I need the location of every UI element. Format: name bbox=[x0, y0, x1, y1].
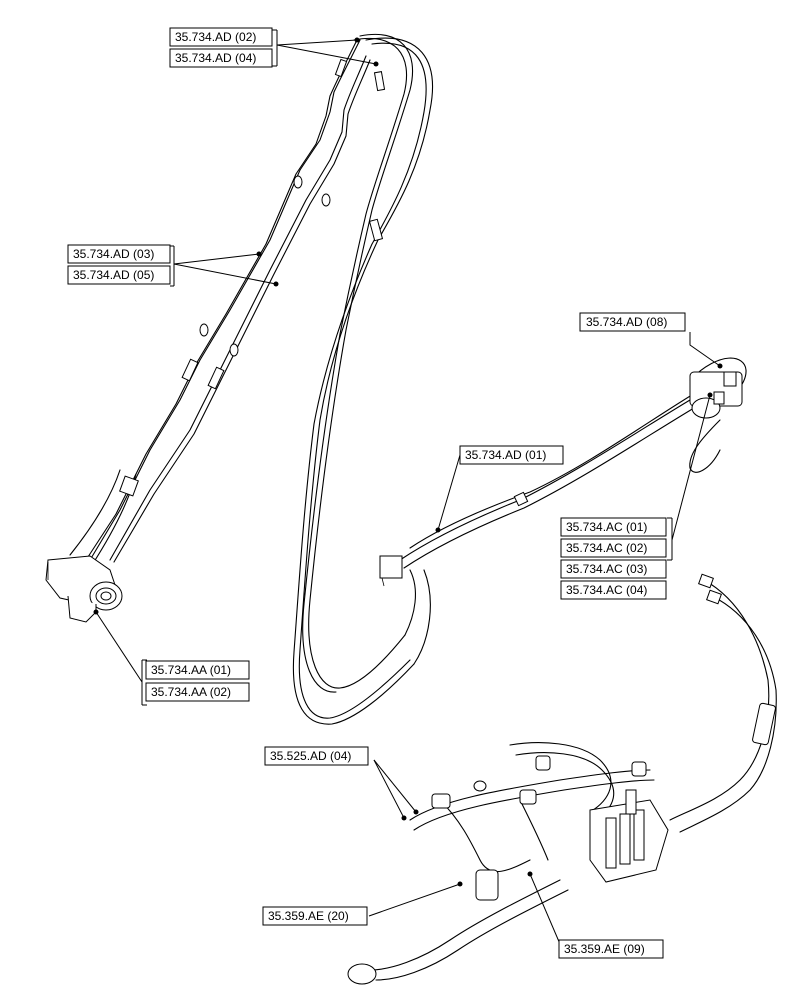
callout-ad08-text: 35.734.AD (08) bbox=[586, 315, 667, 329]
callout-ac02-text: 35.734.AC (02) bbox=[566, 541, 647, 555]
callout-ac03-text: 35.734.AC (03) bbox=[566, 562, 647, 576]
quick-coupler bbox=[45, 469, 139, 623]
callout-ad03-text: 35.734.AD (03) bbox=[73, 247, 154, 261]
callout-ad02-text: 35.734.AD (02) bbox=[175, 30, 256, 44]
callout-ad04-text: 35.734.AD (04) bbox=[175, 51, 256, 65]
control-valve-assembly bbox=[347, 742, 669, 985]
callout-ac04-text: 35.734.AC (04) bbox=[566, 583, 647, 597]
callout-ad02: 35.734.AD (02) bbox=[169, 27, 273, 47]
callout-ac02: 35.734.AC (02) bbox=[560, 538, 667, 558]
callout-525-ad04-text: 35.525.AD (04) bbox=[270, 749, 351, 763]
callout-aa02: 35.734.AA (02) bbox=[145, 682, 250, 702]
right-hoses bbox=[669, 573, 777, 833]
callout-ac03: 35.734.AC (03) bbox=[560, 559, 667, 579]
callout-ac01-text: 35.734.AC (01) bbox=[566, 520, 647, 534]
callout-ad05-text: 35.734.AD (05) bbox=[73, 268, 154, 282]
callout-359-ae20-text: 35.359.AE (20) bbox=[268, 909, 349, 923]
callout-ad08: 35.734.AD (08) bbox=[579, 312, 686, 332]
callout-aa02-text: 35.734.AA (02) bbox=[151, 685, 231, 699]
callout-ad03: 35.734.AD (03) bbox=[67, 244, 171, 264]
callout-359-ae09-text: 35.359.AE (09) bbox=[564, 942, 645, 956]
callout-ac01: 35.734.AC (01) bbox=[560, 517, 667, 537]
upper-right-manifold bbox=[379, 357, 747, 587]
callout-ad05: 35.734.AD (05) bbox=[67, 265, 171, 285]
callout-ad01: 35.734.AD (01) bbox=[459, 445, 564, 465]
callout-aa01: 35.734.AA (01) bbox=[145, 660, 250, 680]
hose-loop bbox=[292, 33, 434, 725]
callout-ad01-text: 35.734.AD (01) bbox=[465, 448, 546, 462]
callout-aa01-text: 35.734.AA (01) bbox=[151, 663, 231, 677]
leader-lines bbox=[93, 29, 723, 945]
callout-525-ad04: 35.525.AD (04) bbox=[264, 746, 369, 766]
callout-ad04: 35.734.AD (04) bbox=[169, 48, 273, 68]
callout-ac04: 35.734.AC (04) bbox=[560, 580, 667, 600]
callout-359-ae09: 35.359.AE (09) bbox=[558, 939, 664, 959]
callout-359-ae20: 35.359.AE (20) bbox=[262, 906, 368, 926]
